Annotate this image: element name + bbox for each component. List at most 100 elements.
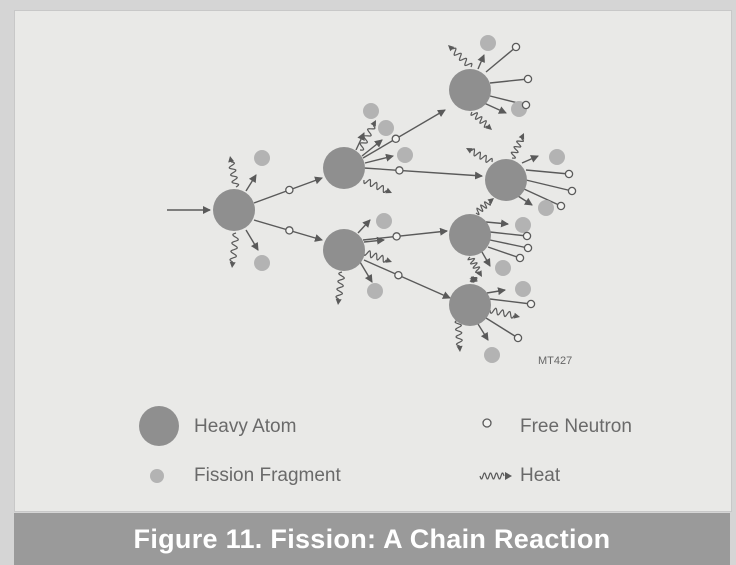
free-neutron [394, 270, 403, 280]
free-neutron-spoke [487, 246, 521, 259]
free-neutron [523, 74, 533, 84]
free-neutron [522, 231, 532, 241]
heat-arrow-tip [505, 472, 512, 480]
free-neutron [285, 226, 294, 235]
heat-arrow-tip [513, 312, 520, 319]
fission-fragment [367, 283, 383, 299]
heavy-atom [323, 147, 365, 189]
heavy-atom [213, 189, 255, 231]
neutron-path [359, 261, 373, 283]
free-neutron [521, 100, 531, 110]
free-neutron [567, 186, 577, 196]
legend-symbols [139, 406, 512, 483]
fission-fragment [363, 103, 379, 119]
heavy-atom [323, 229, 365, 271]
free-neutrons [285, 42, 577, 343]
fission-fragment [397, 147, 413, 163]
neutron-path [362, 227, 448, 241]
neutron-path [363, 236, 385, 245]
heat-icon [454, 319, 463, 347]
free-neutron [526, 299, 536, 309]
neutron-path [477, 323, 489, 341]
fission-fragment [480, 35, 496, 51]
heat-icon [467, 256, 481, 274]
fission-fragment [254, 255, 270, 271]
fission-fragment [254, 150, 270, 166]
free-neutron-spoke [489, 239, 529, 249]
free-neutron [395, 166, 404, 175]
heat-icon [228, 161, 240, 188]
heat-arrow-tip [335, 298, 342, 305]
fission-fragment [549, 149, 565, 165]
fission-fragment [378, 120, 394, 136]
fission-fragment [495, 260, 511, 276]
free-neutron [392, 232, 401, 241]
free-neutron [513, 333, 523, 343]
heavy-atom-icon [139, 406, 179, 446]
free-neutron [523, 243, 533, 253]
neutron-path [357, 219, 371, 234]
heat-icon [475, 201, 492, 216]
neutron-path [486, 287, 506, 296]
free-neutron-spoke [525, 179, 573, 192]
neutron-path [361, 139, 383, 157]
neutron-path [363, 259, 451, 299]
heat-arrow-tip [229, 261, 236, 268]
free-neutron-spoke [525, 169, 570, 175]
heat-icon [229, 232, 239, 263]
heat-icon [510, 137, 525, 159]
heat-arrow-tip [370, 120, 376, 127]
neutron-path [483, 102, 507, 114]
heat-emissions [228, 45, 525, 352]
figure-code-label: MT427 [538, 355, 573, 367]
fission-fragments [254, 35, 565, 363]
heat-arrow-tip [228, 156, 235, 163]
fission-fragment [376, 213, 392, 229]
neutron-path [485, 219, 509, 228]
heavy-atom [449, 214, 491, 256]
neutron-path [363, 167, 483, 180]
neutron-path [245, 174, 257, 192]
free-neutron-spoke [489, 231, 528, 237]
heat-arrow-tip [487, 198, 494, 205]
heat-arrow-tip [518, 133, 525, 140]
free-neutron-spoke [485, 46, 517, 73]
heat-icon [452, 47, 473, 68]
free-neutron [391, 134, 401, 144]
heat-arrow-tip [456, 345, 463, 352]
free-neutron [285, 185, 294, 195]
heavy-atom [449, 284, 491, 326]
heat-icon [363, 250, 387, 263]
heat-arrow-tip [385, 257, 392, 263]
heat-icon [363, 178, 387, 193]
neutron-path [362, 109, 446, 159]
neutron-path [521, 155, 539, 164]
free-neutron-spoke [485, 317, 519, 339]
legend-fission-fragment-label: Fission Fragment [194, 465, 341, 486]
fission-fragment [538, 200, 554, 216]
neutron-paths [167, 46, 573, 341]
free-neutron-spoke [489, 298, 532, 305]
free-neutron [511, 42, 521, 52]
free-neutron-icon [482, 418, 492, 428]
heat-arrow-tip [448, 45, 455, 52]
fission-fragment [515, 217, 531, 233]
heat-icon [359, 124, 376, 151]
heat-arrow-tip [471, 277, 477, 283]
free-neutron [564, 169, 574, 179]
free-neutron [556, 201, 566, 211]
heavy-atom [485, 159, 527, 201]
neutron-path [364, 153, 394, 164]
free-neutron [515, 253, 525, 263]
heat-arrow-tip [466, 148, 473, 154]
heavy-atoms [213, 69, 527, 326]
fission-fragment-icon [150, 469, 164, 483]
heat-arrow-tip [385, 187, 392, 194]
fission-fragment [484, 347, 500, 363]
heat-arrow-tip [476, 270, 482, 277]
free-neutron-spoke [489, 78, 529, 84]
legend-free-neutron-label: Free Neutron [520, 416, 632, 437]
caption-bar: Figure 11. Fission: A Chain Reaction [14, 513, 730, 565]
